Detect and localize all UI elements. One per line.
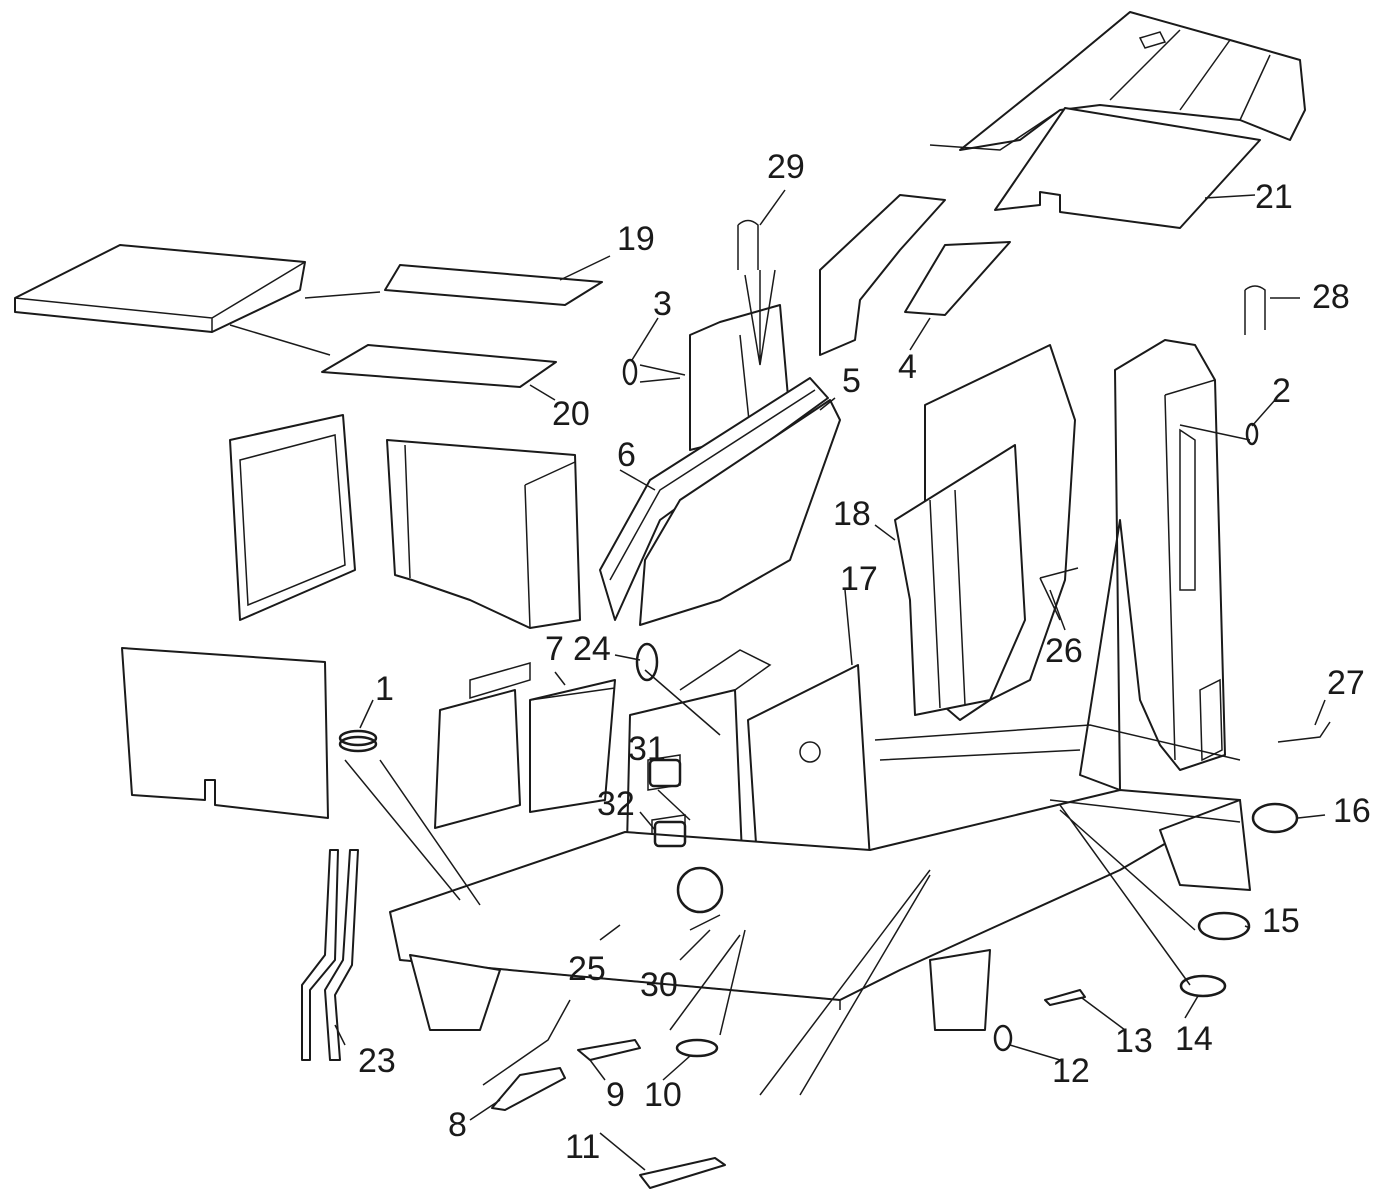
left-lower-panel: [121, 647, 329, 819]
part-18-panel: [894, 444, 1026, 716]
callout-21: 21: [1255, 178, 1293, 216]
callout-5: 5: [842, 362, 861, 400]
ring-15: [1197, 911, 1251, 941]
seal-ring-1: [338, 729, 378, 753]
callout-8: 8: [448, 1106, 467, 1144]
part-23-rails: [301, 849, 359, 1061]
callout-25: 25: [568, 950, 606, 988]
chassis-floor: [389, 724, 1251, 1031]
ring-10: [675, 1038, 719, 1058]
callout-23: 23: [358, 1042, 396, 1080]
ring-12: [993, 1024, 1013, 1052]
callout-30: 30: [640, 966, 678, 1004]
leader-lines: [229, 189, 1326, 1171]
callout-6: 6: [617, 436, 636, 474]
callout-16: 16: [1333, 792, 1371, 830]
pad-11: [639, 1157, 726, 1189]
callout-4: 4: [898, 348, 917, 386]
callout-14: 14: [1175, 1020, 1213, 1058]
left-box-panel: [386, 439, 581, 629]
callout-18: 18: [833, 495, 871, 533]
callout-20: 20: [552, 395, 590, 433]
callout-3: 3: [653, 285, 672, 323]
callout-2: 2: [1272, 372, 1291, 410]
u-bolt-28: [1244, 285, 1266, 335]
callout-27: 27: [1327, 664, 1365, 702]
canopy-hood: [929, 11, 1306, 151]
callout-7: 7: [545, 630, 564, 668]
callout-13: 13: [1115, 1022, 1153, 1060]
spring-2: [1245, 422, 1259, 446]
part-19-plate: [384, 264, 603, 306]
ring-14: [1179, 974, 1227, 998]
callout-labels: 1 2 3 4 5 6 7 8 9 10 11 12 13 14 15 16 1…: [358, 148, 1371, 1166]
pad-13: [1044, 989, 1086, 1006]
left-frame-panel: [229, 414, 356, 621]
ring-16: [1251, 802, 1299, 834]
callout-12: 12: [1052, 1052, 1090, 1090]
callout-15: 15: [1262, 902, 1300, 940]
callout-29: 29: [767, 148, 805, 186]
callout-19: 19: [617, 220, 655, 258]
callout-26: 26: [1045, 632, 1083, 670]
u-bolt-29: [737, 219, 759, 270]
part-21-panel: [994, 107, 1261, 229]
pad-8: [491, 1067, 566, 1111]
callout-17: 17: [840, 560, 878, 598]
callout-32: 32: [597, 785, 635, 823]
callout-1: 1: [375, 670, 394, 708]
callout-31: 31: [628, 730, 666, 768]
door-panel-left: [434, 662, 531, 829]
gasket-31: [648, 758, 682, 788]
pad-9: [577, 1039, 641, 1061]
callout-11: 11: [565, 1128, 600, 1166]
part-7-plate: [529, 679, 616, 813]
part-20-plate: [321, 344, 557, 388]
wire-27: [1277, 721, 1331, 743]
callout-9: 9: [606, 1076, 625, 1114]
part-4-strip: [904, 241, 1011, 316]
gasket-32: [653, 820, 687, 848]
grommet-24: [635, 642, 659, 682]
top-cover-plate: [14, 244, 306, 333]
callout-10: 10: [644, 1076, 682, 1114]
callout-24: 24: [573, 630, 611, 668]
upper-right-bracket: [819, 194, 946, 356]
right-tower: [1079, 339, 1226, 791]
part-5-cover: [639, 399, 841, 626]
spring-3: [622, 358, 638, 386]
hook-26: [1039, 567, 1079, 621]
callout-28: 28: [1312, 278, 1350, 316]
